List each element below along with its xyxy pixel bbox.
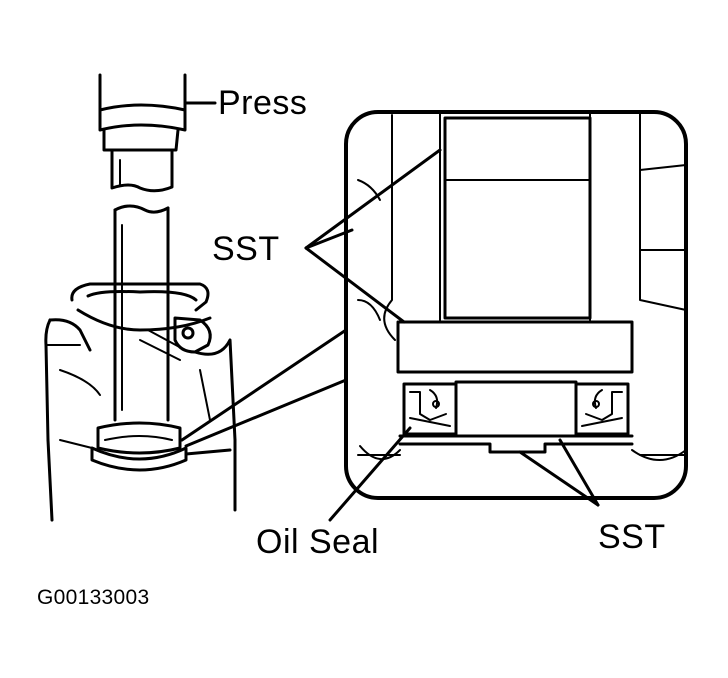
sst-top-leaders bbox=[304, 148, 442, 324]
oil-seal-leader bbox=[328, 426, 412, 522]
sst-bottom-leaders bbox=[518, 438, 600, 507]
detail-view-box bbox=[344, 110, 688, 500]
oil-seal-label: Oil Seal bbox=[256, 523, 380, 561]
press-label: Press bbox=[218, 84, 308, 122]
shaft bbox=[113, 204, 170, 422]
knuckle-housing bbox=[44, 282, 237, 522]
sst-bottom-label: SST bbox=[598, 518, 666, 556]
figure-id: G00133003 bbox=[37, 586, 150, 609]
sst-top-label: SST bbox=[212, 230, 280, 268]
detail-callout-lines bbox=[180, 328, 348, 448]
press-ram bbox=[98, 73, 187, 193]
